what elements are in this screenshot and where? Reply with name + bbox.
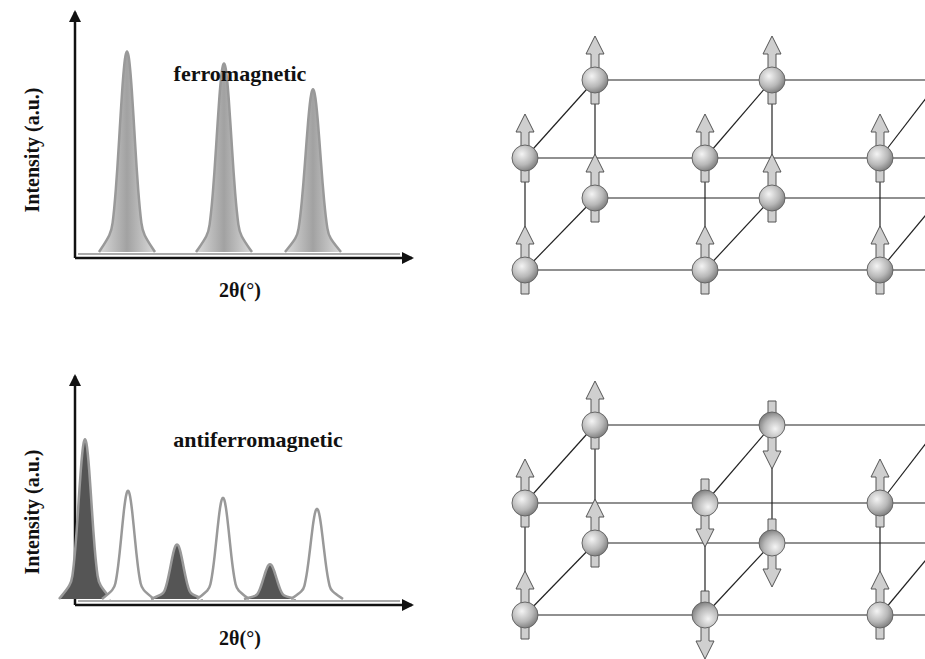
lattice-edge: [525, 543, 595, 615]
atom: [759, 185, 785, 211]
atom: [582, 530, 608, 556]
atom: [759, 530, 785, 556]
axes: [75, 12, 412, 605]
atom: [759, 67, 785, 93]
spin-atom: [867, 571, 893, 639]
lattice-edge: [525, 269, 925, 270]
spin-atom: [867, 459, 893, 527]
lattice-edge: [525, 425, 595, 503]
peak: [59, 439, 111, 599]
lattice-edge: [705, 198, 772, 270]
spin-atom: [867, 114, 893, 182]
diffraction-peaks: [59, 52, 400, 601]
spin-atom: [582, 36, 608, 104]
lattice-edge: [525, 614, 925, 615]
spin-atom: [582, 499, 608, 567]
atom: [759, 412, 785, 438]
lattice-edge: [880, 80, 925, 158]
lattice-edge: [525, 502, 925, 503]
panel-title: ferromagnetic: [174, 61, 307, 87]
lattice-edge: [525, 198, 595, 270]
lattice-edge: [880, 425, 925, 503]
spin-atom: [759, 519, 785, 587]
ferromagnetic-lattice: [512, 36, 925, 294]
baseline: [78, 600, 400, 602]
atom: [692, 490, 718, 516]
atom: [867, 145, 893, 171]
peak: [285, 89, 341, 252]
atom: [582, 412, 608, 438]
spin-atom: [759, 401, 785, 469]
peak: [197, 498, 249, 599]
atom: [512, 145, 538, 171]
atom: [582, 67, 608, 93]
atom: [867, 490, 893, 516]
spin-atom: [512, 571, 538, 639]
spin-atom: [512, 226, 538, 294]
spin-atom: [512, 459, 538, 527]
atom: [867, 257, 893, 283]
spin-atom: [867, 226, 893, 294]
peak: [244, 564, 296, 599]
baseline: [78, 253, 400, 255]
spin-atom: [692, 591, 718, 659]
spin-atom: [512, 114, 538, 182]
peak: [99, 52, 155, 252]
spin-atom: [759, 154, 785, 222]
atom: [582, 185, 608, 211]
spin-atom: [582, 154, 608, 222]
atom: [692, 257, 718, 283]
peak: [196, 64, 252, 252]
spin-atom: [692, 226, 718, 294]
lattice-edge: [705, 80, 772, 158]
atom: [692, 602, 718, 628]
atom: [512, 602, 538, 628]
atom: [867, 602, 893, 628]
axis-label: Intensity (a.u.): [21, 449, 44, 574]
spin-lattices: [512, 36, 925, 659]
lattice-edge: [525, 157, 925, 158]
lattice-edge: [705, 543, 772, 615]
axis-label: 2θ(°): [219, 627, 261, 650]
spin-atom: [692, 114, 718, 182]
peak: [102, 491, 154, 599]
atom: [512, 257, 538, 283]
axis-label: 2θ(°): [219, 279, 261, 302]
atom: [512, 490, 538, 516]
peak: [291, 509, 343, 599]
spin-atom: [692, 479, 718, 547]
axis-label: Intensity (a.u.): [21, 87, 44, 212]
spin-atom: [582, 381, 608, 449]
panel-title: antiferromagnetic: [173, 427, 342, 453]
peak: [151, 544, 203, 599]
spin-atom: [759, 36, 785, 104]
atom: [692, 145, 718, 171]
lattice-edge: [705, 425, 772, 503]
antiferromagnetic-lattice: [512, 381, 925, 659]
lattice-edge: [525, 80, 595, 158]
